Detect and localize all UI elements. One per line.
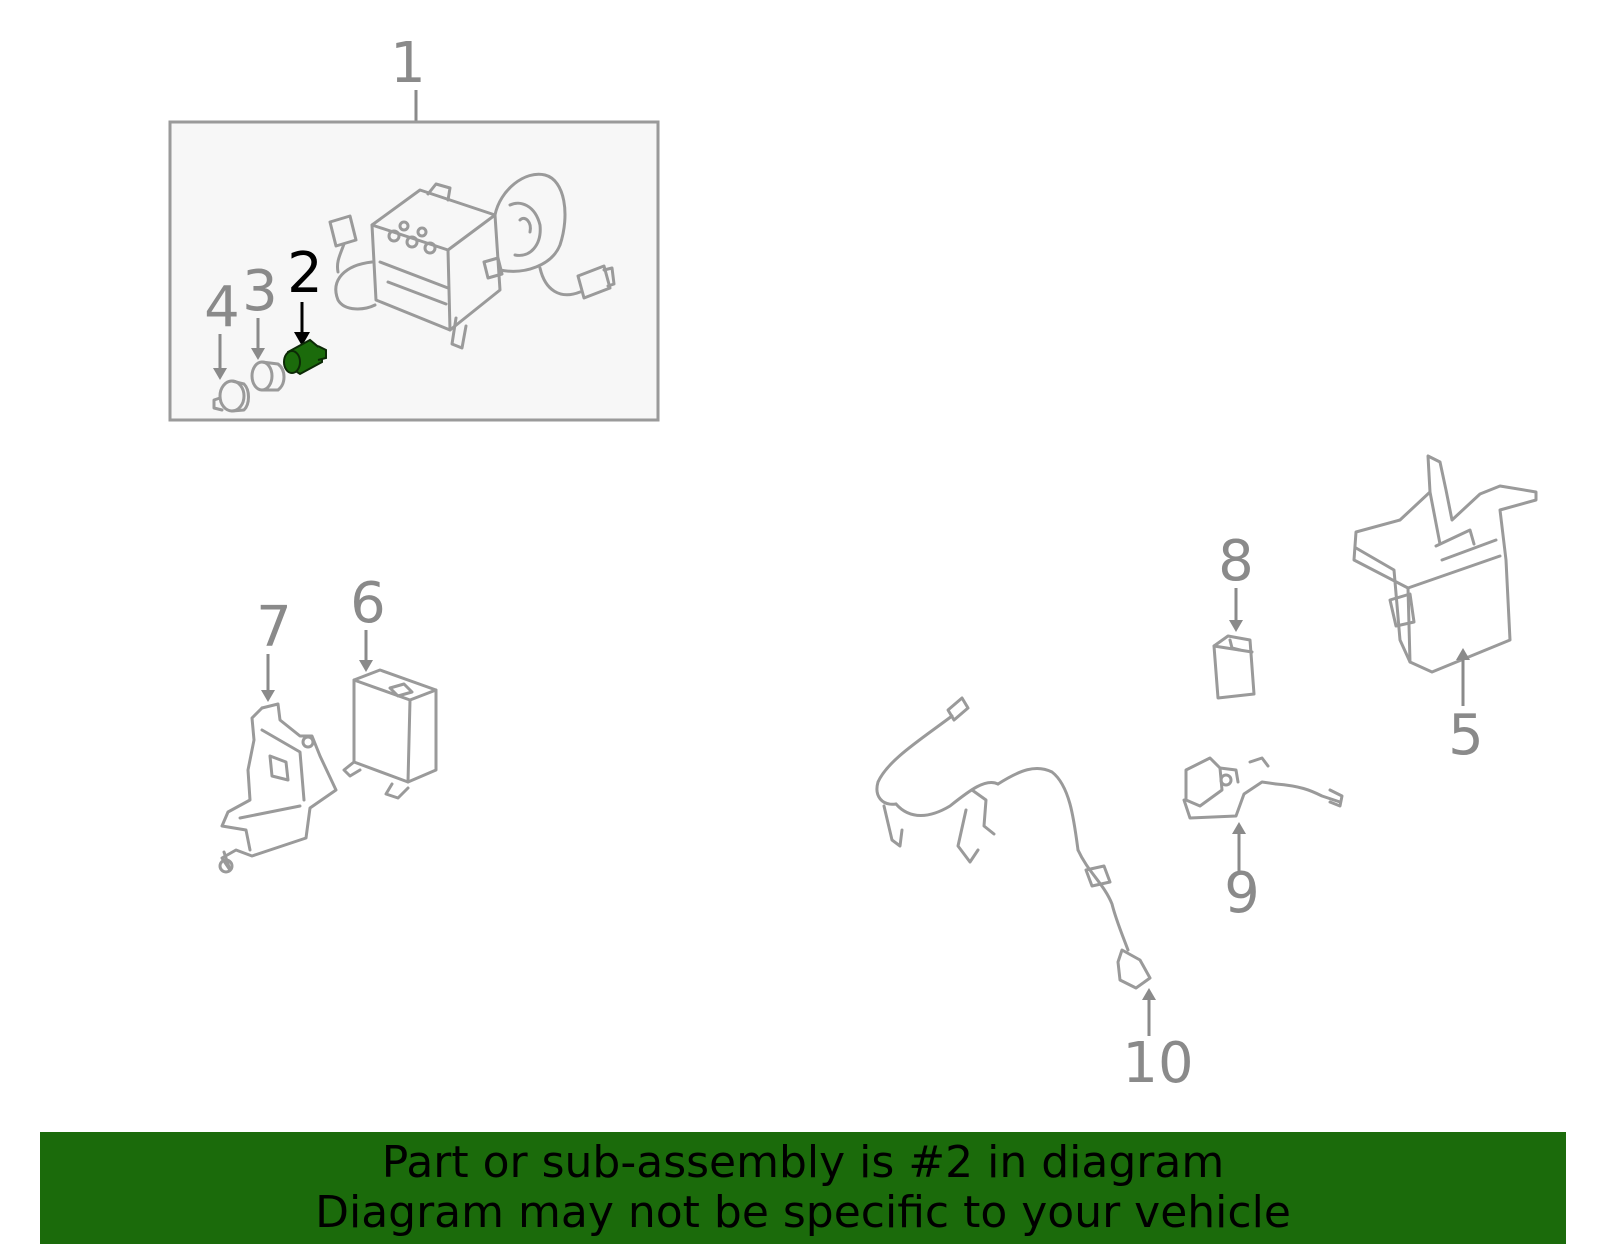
callout-10-label: 10 — [1122, 1031, 1193, 1096]
banner-line-1: Part or sub-assembly is #2 in diagram — [381, 1137, 1225, 1188]
callout-2-arrowhead — [294, 332, 310, 346]
callout-1-label: 1 — [390, 31, 426, 96]
callout-4-group: 4 — [204, 275, 240, 380]
callout-9-arrowhead — [1232, 822, 1246, 834]
part-4-plug — [212, 379, 250, 413]
part-10-sensor-cable — [875, 696, 1152, 990]
callout-9-label: 9 — [1224, 861, 1260, 926]
callout-4-label: 4 — [204, 275, 240, 340]
banner-line-2: Diagram may not be specific to your vehi… — [315, 1187, 1291, 1238]
callout-7-group: 7 — [256, 595, 292, 702]
callout-2-label: 2 — [287, 241, 323, 306]
callout-4-arrowhead — [213, 368, 227, 380]
part-6-control-module — [342, 668, 438, 800]
callout-6-label: 6 — [350, 571, 386, 636]
part-7-bracket — [218, 702, 338, 874]
callout-3-group: 3 — [242, 259, 278, 360]
callout-7-label: 7 — [256, 595, 292, 660]
callout-5-arrowhead — [1456, 648, 1470, 660]
callout-9-group: 9 — [1224, 822, 1260, 926]
part-2-highlighted — [283, 338, 327, 376]
callout-10-group: 10 — [1122, 988, 1194, 1096]
callout-10-arrowhead — [1142, 988, 1156, 1000]
callout-6-arrowhead — [359, 660, 373, 672]
abs-hydraulic-unit — [328, 172, 616, 350]
callout-2-group: 2 — [287, 241, 323, 346]
info-banner: Part or sub-assembly is #2 in diagram Di… — [40, 1132, 1566, 1244]
callout-5-label: 5 — [1448, 703, 1484, 768]
callout-8-label: 8 — [1218, 529, 1254, 594]
callout-8-group: 8 — [1218, 529, 1254, 632]
part-9-harness — [1182, 756, 1344, 820]
callout-5-group: 5 — [1448, 648, 1484, 768]
callout-3-label: 3 — [242, 259, 278, 324]
callout-7-arrowhead — [261, 690, 275, 702]
part-5-bracket — [1352, 454, 1538, 674]
part-8-sensor — [1212, 634, 1256, 700]
callout-8-arrowhead — [1229, 620, 1243, 632]
callout-3-arrowhead — [251, 348, 265, 360]
callout-1-group: 1 — [390, 31, 426, 122]
callout-6-group: 6 — [350, 571, 386, 672]
part-3-cap — [250, 360, 286, 392]
